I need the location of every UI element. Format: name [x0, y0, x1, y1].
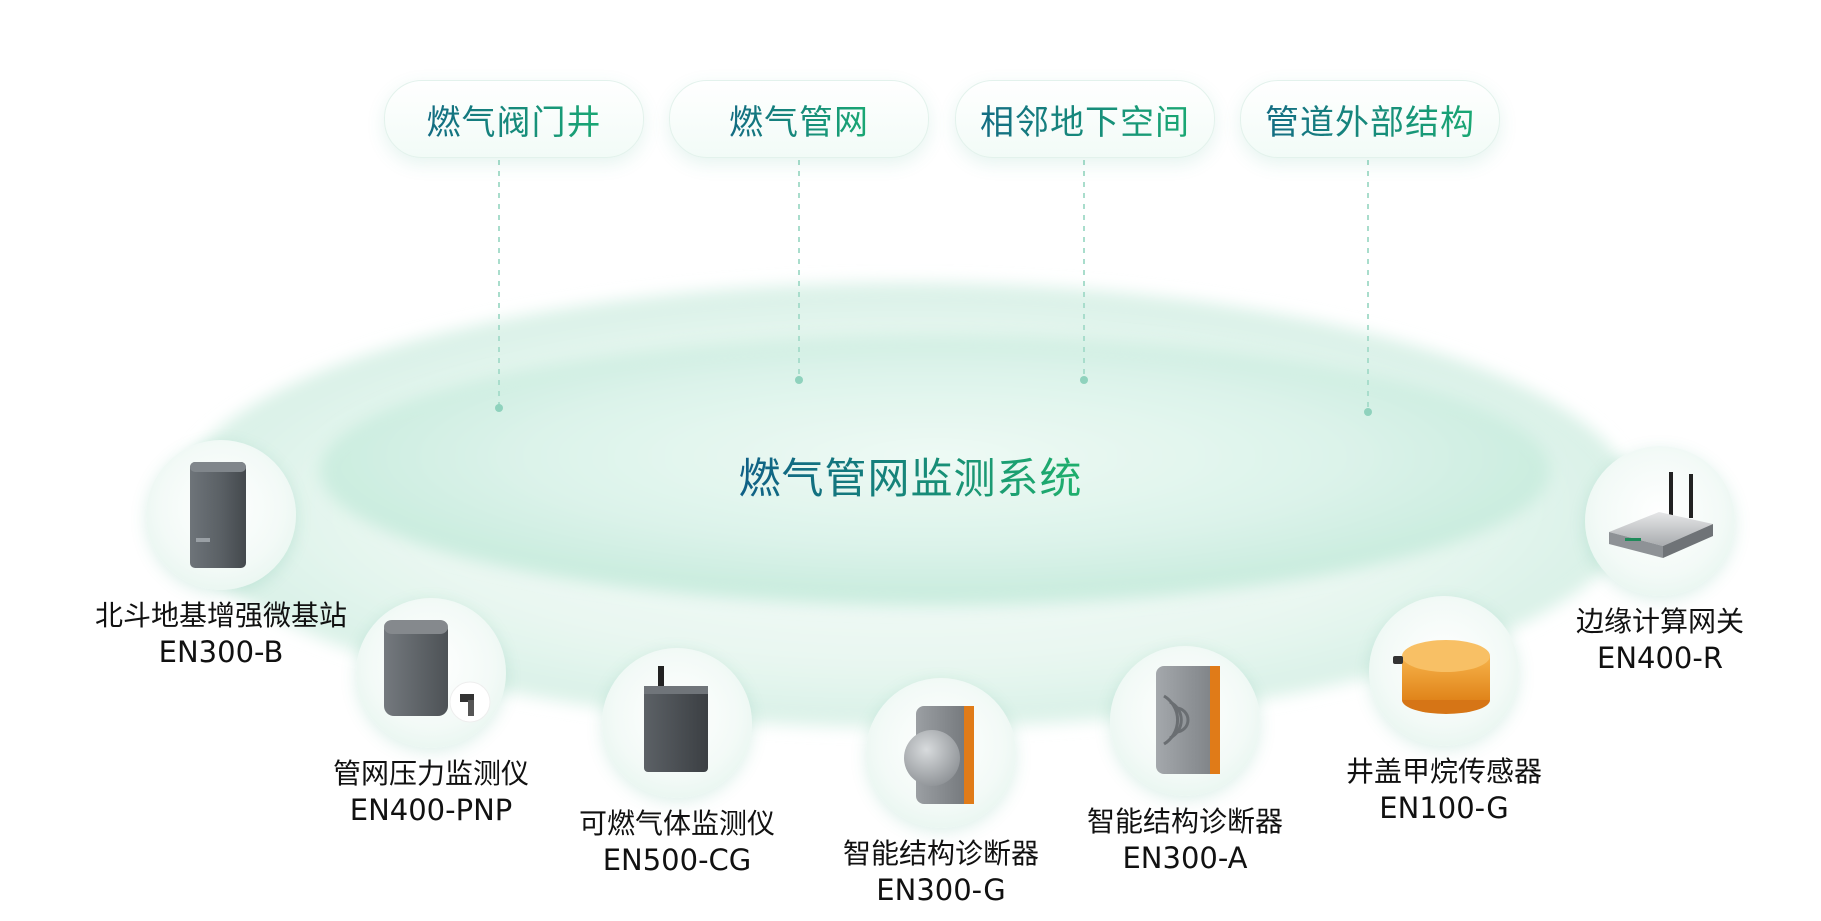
device-label-gas-monitor: 可燃气体监测仪 EN500-CG: [579, 806, 775, 878]
device-model: EN500-CG: [602, 843, 752, 877]
scene-pill-underground-space: 相邻地下空间: [955, 80, 1215, 158]
gas-detector-icon: [644, 666, 708, 772]
inner-ring: [320, 335, 1550, 605]
device-circle-methane-sensor: [1369, 596, 1519, 746]
device-model: EN300-B: [158, 635, 284, 669]
scene-pill-pipe-structure: 管道外部结构: [1240, 80, 1500, 158]
scene-pill-gas-network: 燃气管网: [669, 80, 929, 158]
device-name: 边缘计算网关: [1575, 605, 1745, 638]
system-title-text: 燃气管网监测系统: [738, 454, 1083, 503]
router-gateway-icon: [1609, 472, 1713, 558]
device-model: EN300-A: [1122, 841, 1248, 875]
device-circle-base-station: [146, 440, 296, 590]
device-circle-structure-a: [1110, 646, 1260, 796]
connector-dot-2: [795, 376, 803, 384]
orange-methane-sensor-icon: [1393, 640, 1490, 714]
device-name: 可燃气体监测仪: [578, 807, 776, 840]
connector-dot-3: [1080, 376, 1088, 384]
scene-pill-label: 管道外部结构: [1265, 95, 1475, 144]
device-label-pressure-monitor: 管网压力监测仪 EN400-PNP: [333, 756, 529, 828]
connector-dot-4: [1364, 408, 1372, 416]
device-circle-edge-gateway: [1585, 446, 1735, 596]
device-label-structure-g: 智能结构诊断器 EN300-G: [843, 836, 1039, 908]
scene-pill-label: 相邻地下空间: [980, 95, 1190, 144]
device-circle-gas-monitor: [602, 648, 752, 798]
pressure-gauge-icon: [384, 620, 491, 723]
device-label-edge-gateway: 边缘计算网关 EN400-R: [1576, 604, 1744, 676]
device-circle-pressure-monitor: [356, 598, 506, 748]
scene-pill-label: 燃气阀门井: [427, 95, 602, 144]
scene-connectors: [498, 160, 1369, 412]
device-circle-structure-g: [866, 678, 1016, 828]
scene-pill-label: 燃气管网: [729, 95, 869, 144]
device-model: EN400-PNP: [349, 793, 513, 827]
device-name: 智能结构诊断器: [842, 837, 1040, 870]
device-model: EN100-G: [1379, 791, 1509, 825]
structure-diagnoser-icon: [1156, 666, 1220, 774]
device-name: 智能结构诊断器: [1086, 805, 1284, 838]
scene-pill-valve-well: 燃气阀门井: [384, 80, 644, 158]
device-name: 北斗地基增强微基站: [94, 599, 348, 632]
device-model: EN300-G: [876, 873, 1006, 907]
device-label-methane-sensor: 井盖甲烷传感器 EN100-G: [1346, 754, 1542, 826]
device-model: EN400-R: [1597, 641, 1723, 675]
connector-dots: [495, 376, 1372, 416]
structure-diagnoser-knob-icon: [904, 706, 974, 804]
device-name: 井盖甲烷传感器: [1345, 755, 1543, 788]
device-name: 管网压力监测仪: [332, 757, 530, 790]
system-title: 燃气管网监测系统: [0, 445, 1821, 506]
connector-dot-1: [495, 404, 503, 412]
gray-box-icon: [190, 462, 246, 568]
device-label-structure-a: 智能结构诊断器 EN300-A: [1087, 804, 1283, 876]
device-label-base-station: 北斗地基增强微基站 EN300-B: [95, 598, 347, 670]
